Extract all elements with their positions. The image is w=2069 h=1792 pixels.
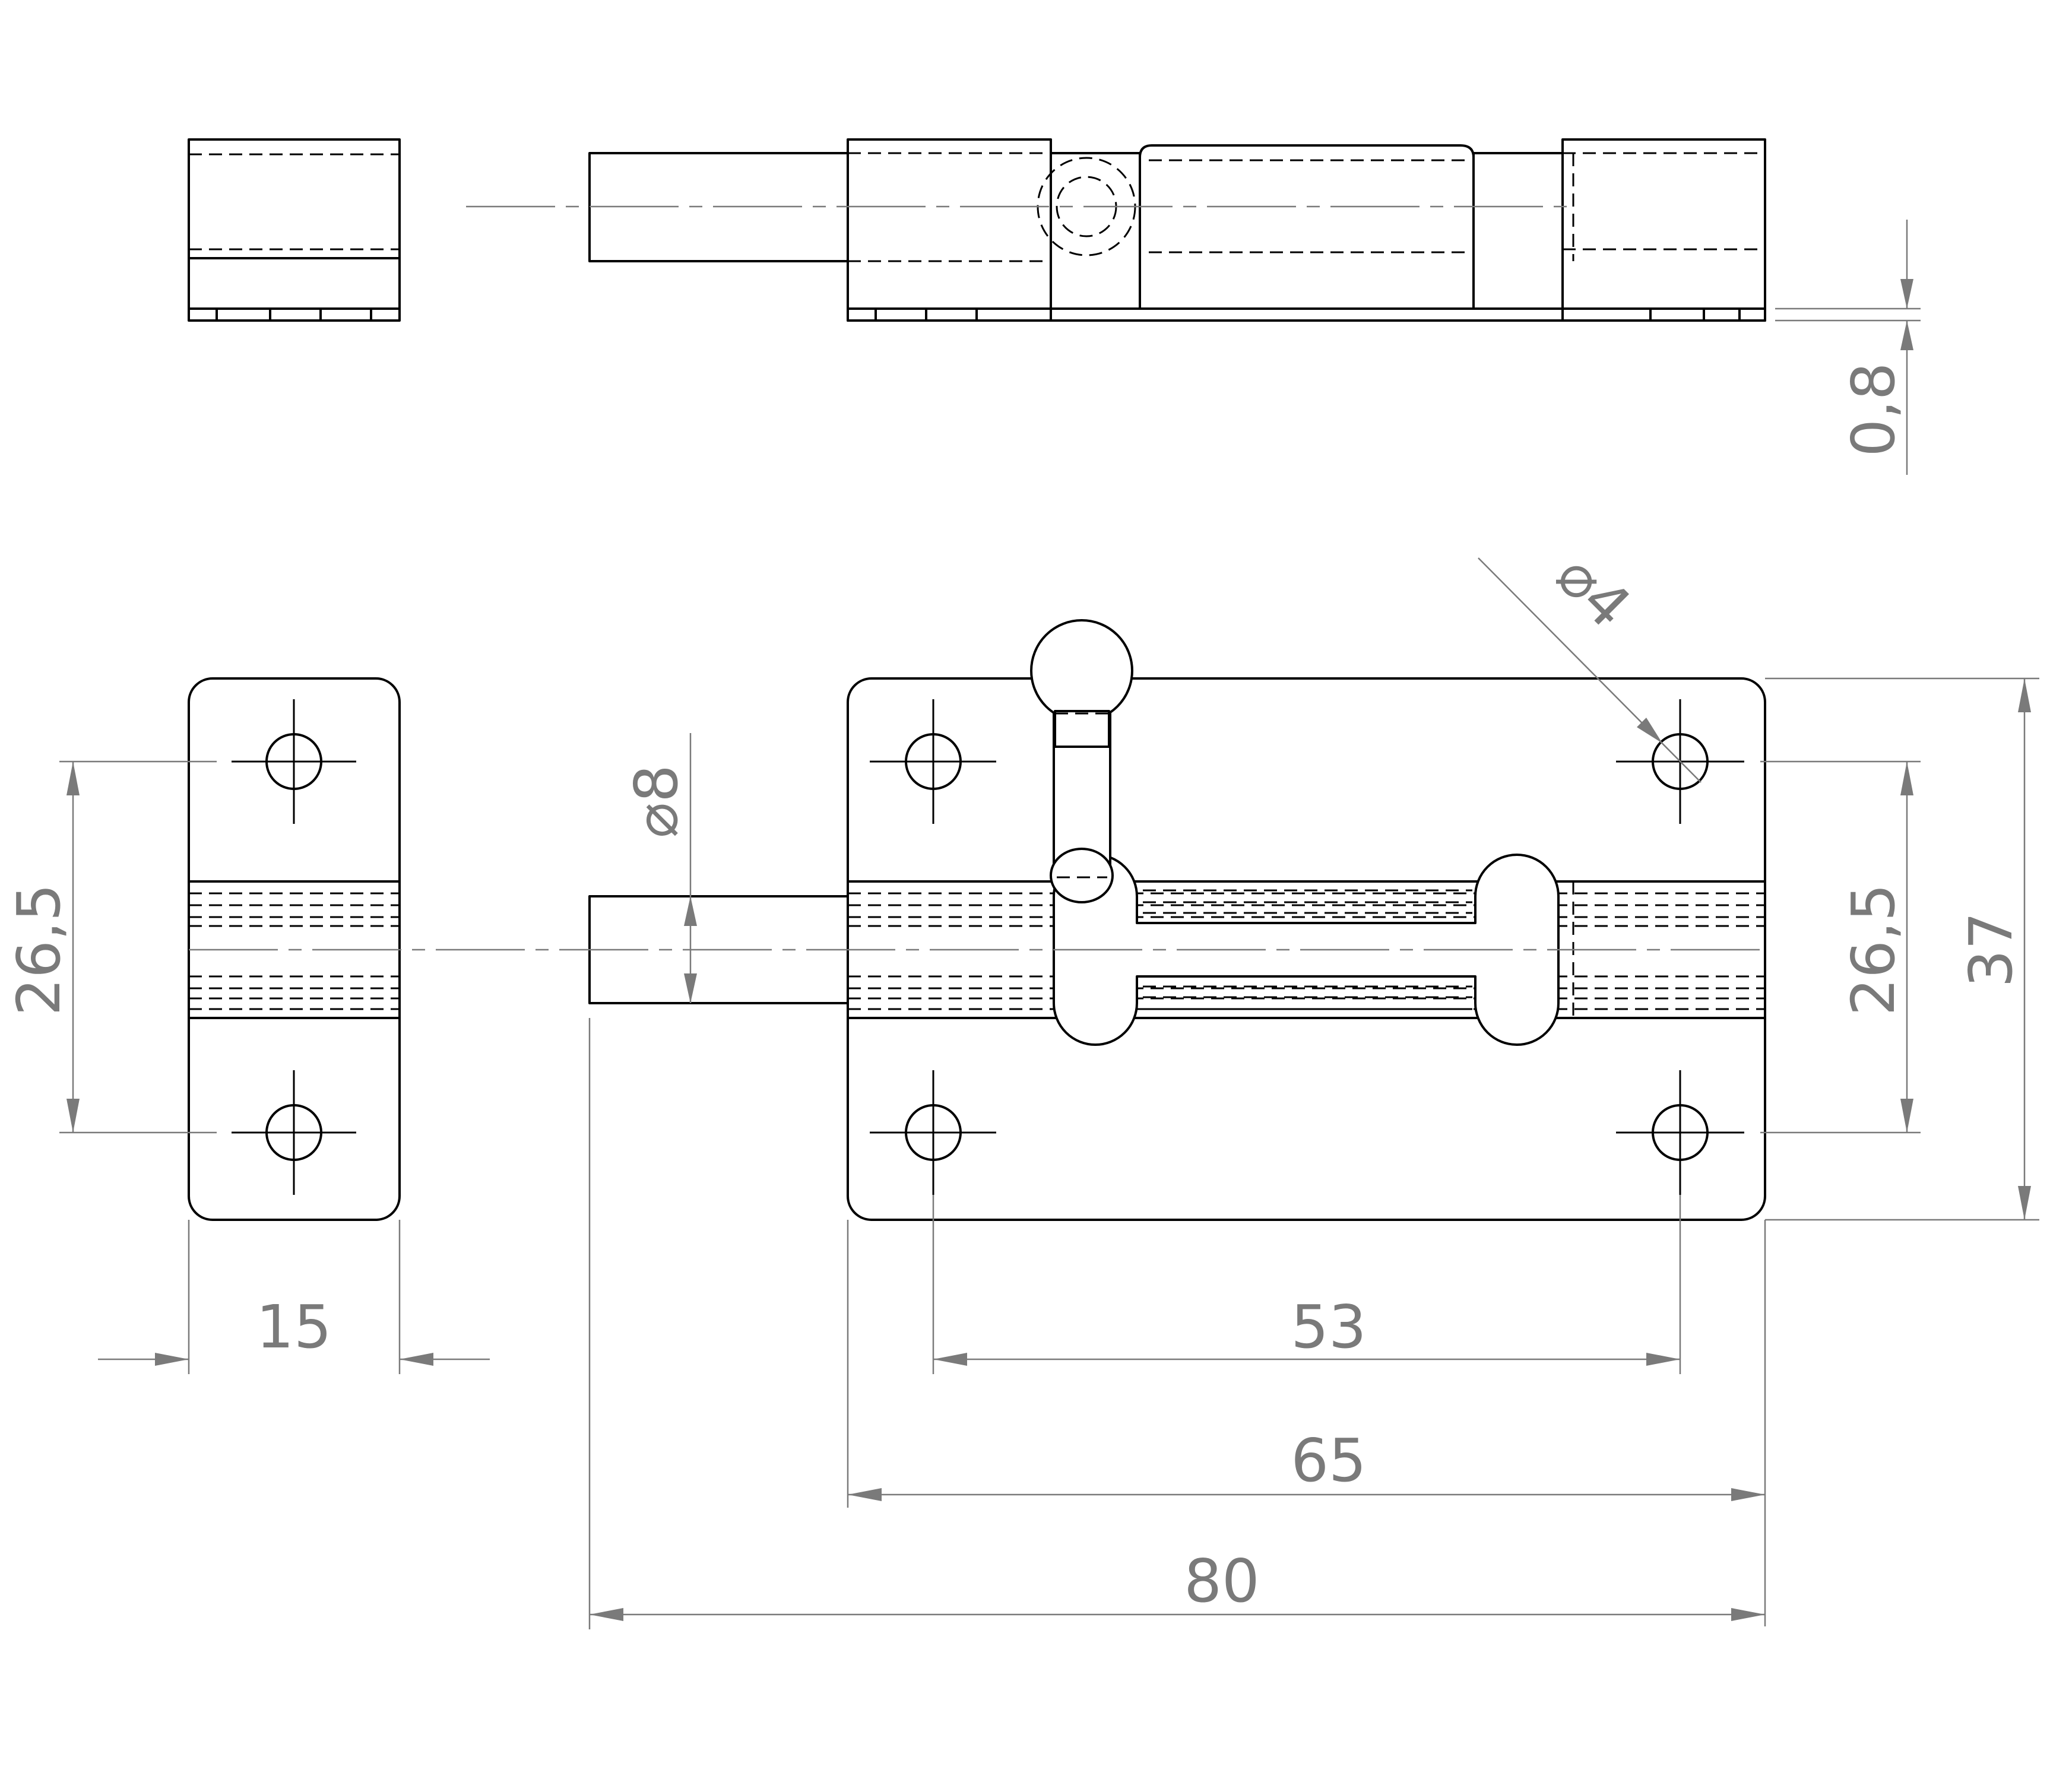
- dim-text-overall-length: 80: [1184, 1546, 1259, 1616]
- dim-hole-spacing-horizontal: 53: [932, 1195, 1681, 1374]
- dim-plate-width: 65: [847, 1220, 1766, 1626]
- dim-hole-spacing-right: 26,5: [1760, 760, 1921, 1134]
- handle-knob: [1030, 619, 1133, 722]
- dim-plate-height: 37: [1765, 677, 2039, 1221]
- dim-text-plate-width: 65: [1291, 1426, 1366, 1495]
- dimensions: 0,8 ⌀4 ⌀8 26,5: [4, 220, 2039, 1629]
- dim-text-hole-diameter: ⌀4: [1543, 540, 1644, 641]
- top-view: [188, 138, 1766, 322]
- keeper-top-view: [188, 138, 401, 322]
- dim-text-hole-spacing-horizontal: 53: [1291, 1292, 1366, 1362]
- dim-plate-thickness: 0,8: [1775, 220, 1921, 475]
- dim-keeper-width: 15: [98, 1220, 490, 1374]
- dim-bolt-diameter: ⌀8: [622, 733, 697, 1003]
- front-view: [188, 619, 1766, 1221]
- dim-text-hole-spacing-left: 26,5: [4, 884, 74, 1016]
- bolt-top-view: [588, 138, 1766, 322]
- dim-text-plate-thickness: 0,8: [1839, 362, 1908, 456]
- dim-text-keeper-width: 15: [256, 1292, 331, 1362]
- bolt-front-view: [588, 619, 1766, 1221]
- bolt-handle: [1030, 619, 1133, 903]
- dim-hole-diameter: ⌀4: [1478, 540, 1702, 783]
- dim-hole-spacing-left: 26,5: [4, 760, 217, 1134]
- dim-overall-length: 80: [588, 1018, 1765, 1629]
- dim-text-plate-height: 37: [1956, 912, 2026, 987]
- dim-text-bolt-diameter: ⌀8: [622, 765, 691, 838]
- dim-text-hole-spacing-right: 26,5: [1839, 884, 1908, 1016]
